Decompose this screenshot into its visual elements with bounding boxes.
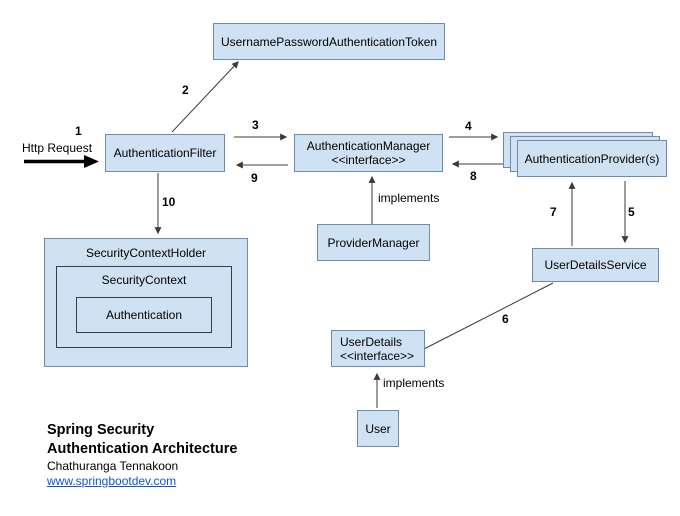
node-user-details: UserDetails <<interface>> [331,330,425,367]
step-label-2: 2 [182,83,189,97]
implements-label-provider-manager: implements [378,191,440,205]
node-authentication-filter: AuthenticationFilter [105,134,225,172]
node-username-password-authentication-token: UsernamePasswordAuthenticationToken [213,23,445,60]
http-request-label: Http Request [22,141,93,155]
node-authentication-providers: AuthenticationProvider(s) [517,140,667,177]
node-label: UsernamePasswordAuthenticationToken [220,34,438,49]
node-label: AuthenticationProvider(s) [524,151,660,166]
node-label: SecurityContext [101,273,187,287]
node-user: User [357,410,399,447]
node-label: AuthenticationFilter [113,146,217,160]
node-label: User [365,421,391,436]
implements-label-user: implements [383,376,445,390]
node-label: UserDetails [340,334,403,349]
node-label: Authentication [105,308,183,322]
node-authentication-manager: AuthenticationManager <<interface>> [294,134,443,172]
node-label: SecurityContextHolder [85,246,207,260]
node-provider-manager: ProviderManager [317,224,430,261]
step-label-4: 4 [465,119,472,133]
node-stereotype: <<interface>> [340,348,415,363]
node-user-details-service: UserDetailsService [532,248,659,282]
arrow-step-2 [171,61,239,133]
website-link[interactable]: www.springbootdev.com [47,474,177,488]
step-label-8: 8 [470,169,477,183]
step-label-3: 3 [252,118,259,132]
node-label: AuthenticationManager [306,139,431,153]
step-label-1: 1 [75,124,82,138]
diagram-title-line2: Authentication Architecture [47,441,238,457]
step-label-6: 6 [502,312,509,326]
step-label-7: 7 [550,205,557,219]
node-label: ProviderManager [327,235,420,250]
node-stereotype: <<interface>> [331,153,406,167]
node-authentication: Authentication [76,297,212,333]
author-name: Chathuranga Tennakoon [47,459,179,473]
step-label-5: 5 [628,205,635,219]
step-label-10: 10 [162,195,176,209]
line-step-6 [423,282,554,350]
diagram-title-line1: Spring Security [47,422,155,438]
http-request-arrowhead [84,155,99,168]
step-label-9: 9 [251,171,258,185]
diagram-title: Spring Security Authentication Architect… [47,421,237,459]
node-label: UserDetailsService [544,258,647,272]
